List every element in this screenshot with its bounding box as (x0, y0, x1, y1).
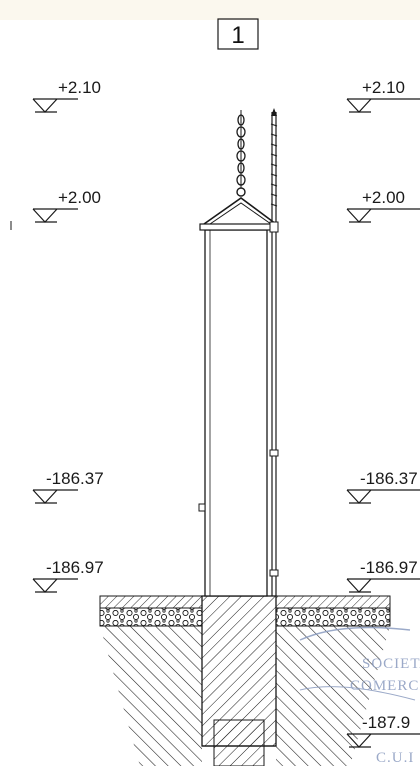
level-label: +2.10 (58, 78, 101, 97)
level-marker-right-bottom: -187.9 (346, 713, 420, 748)
level-label: +2.00 (58, 188, 101, 207)
level-marker-right-ground: -186.97 (346, 558, 420, 593)
stamp-text: COMERCI (350, 678, 420, 694)
lifting-chain (203, 110, 277, 225)
detail-number: 1 (231, 22, 244, 49)
level-label: +2.10 (362, 78, 405, 97)
detail-number-box: 1 (217, 18, 259, 50)
level-marker-right-head: +2.00 (346, 188, 420, 223)
stamp-text: C.U.I (376, 750, 414, 766)
level-marker-left-head: +2.00 (32, 188, 101, 223)
level-marker-left-ground: -186.97 (32, 558, 104, 593)
mast (269, 108, 279, 596)
level-label: -186.37 (46, 469, 104, 488)
level-label: -186.37 (360, 469, 418, 488)
level-label: -186.97 (46, 558, 104, 577)
level-label: -186.97 (360, 558, 418, 577)
level-marker-right-platform: -186.37 (346, 469, 420, 504)
level-marker-left-top: +2.10 (32, 78, 101, 113)
level-label: -187.9 (362, 713, 410, 732)
stamp-text: SOCIETA (362, 656, 420, 672)
column (198, 223, 273, 597)
foundation-section (99, 595, 391, 766)
level-marker-left-platform: -186.37 (32, 469, 104, 504)
level-label: +2.00 (362, 188, 405, 207)
paper-edge (0, 0, 420, 20)
company-stamp: SOCIETA COMERCI C.U.I (299, 626, 420, 766)
level-marker-right-top: +2.10 (346, 78, 420, 113)
chain-links (236, 114, 246, 186)
